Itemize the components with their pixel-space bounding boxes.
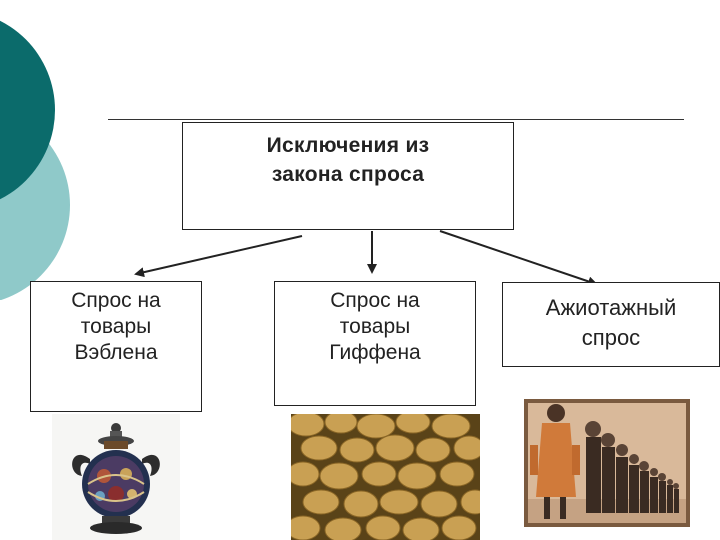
arrow-to-ajiotage <box>439 230 598 287</box>
root-node: Исключения из закона спроса <box>182 122 514 230</box>
ajiotage-node: Ажиотажный спрос <box>502 282 720 367</box>
root-node-label: Исключения из закона спроса <box>266 134 430 186</box>
giffen-node-label: Спрос на товары Гиффена <box>329 289 421 364</box>
decorative-circles <box>0 20 70 300</box>
ajiotage-node-label: Ажиотажный спрос <box>545 295 677 350</box>
ornate-vase-image <box>52 414 180 540</box>
veblen-node: Спрос на товары Вэблена <box>30 281 202 412</box>
queue-of-people-image <box>524 399 690 527</box>
potatoes-image <box>291 414 480 540</box>
giffen-node: Спрос на товары Гиффена <box>274 281 476 406</box>
dark-teal-circle <box>0 20 55 200</box>
veblen-node-label: Спрос на товары Вэблена <box>71 289 161 364</box>
header-rule <box>108 119 684 120</box>
arrow-to-veblen <box>134 235 303 278</box>
